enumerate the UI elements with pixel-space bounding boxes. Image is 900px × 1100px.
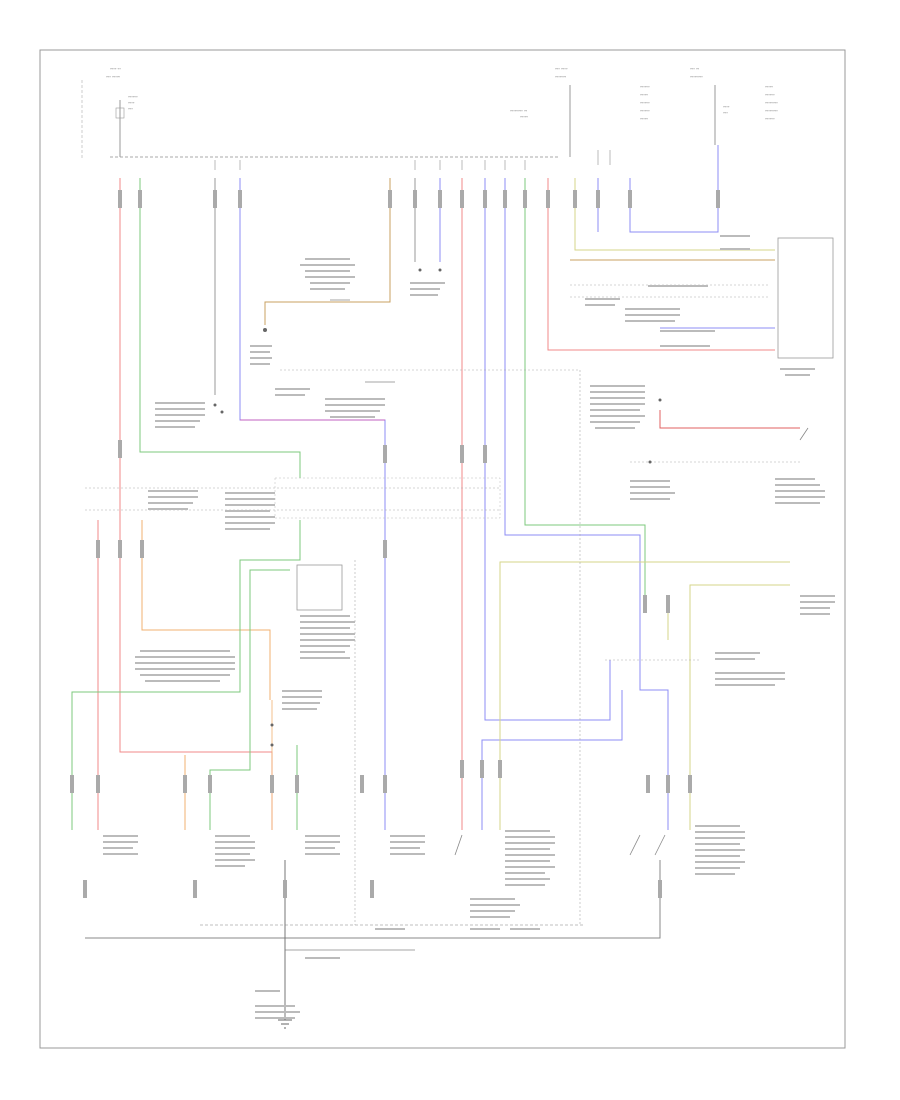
connector-icon bbox=[213, 268, 662, 747]
wire-blue-top-right bbox=[629, 145, 719, 233]
svg-text:▫▫▫▫: ▫▫▫▫ bbox=[723, 104, 730, 109]
svg-text:▫▫▫▫▫▫: ▫▫▫▫▫▫ bbox=[640, 84, 650, 89]
junction-box bbox=[274, 477, 501, 519]
svg-text:▫▫▫▫▫▫: ▫▫▫▫▫▫ bbox=[128, 94, 138, 99]
svg-text:▫▫▫▫▫▫▫▫: ▫▫▫▫▫▫▫▫ bbox=[765, 108, 778, 113]
svg-text:▫▫▫▫▫▫▫▫: ▫▫▫▫▫▫▫▫ bbox=[690, 74, 703, 79]
wire-yellow-right bbox=[689, 584, 790, 830]
svg-text:▫▫▫▫▫▫▫▫: ▫▫▫▫▫▫▫▫ bbox=[765, 100, 778, 105]
wire-yellow-top bbox=[574, 178, 775, 251]
wire-blue-mid-2 bbox=[504, 178, 669, 830]
wire-yellow-mid bbox=[499, 561, 790, 830]
wire-green-main bbox=[139, 178, 301, 478]
wire-red-right-2 bbox=[659, 410, 800, 429]
wire-grey-bottom bbox=[85, 860, 661, 939]
svg-text:▫▫▫▫▫: ▫▫▫▫▫ bbox=[520, 114, 528, 119]
svg-text:▫▫▫▫▫▫: ▫▫▫▫▫▫ bbox=[640, 108, 650, 113]
svg-text:▫▫▫▫▫: ▫▫▫▫▫ bbox=[765, 84, 773, 89]
svg-text:▫▫▫▫▫: ▫▫▫▫▫ bbox=[640, 116, 648, 121]
fuse-block-right: ▫▫▫ ▫▫ ▫▫▫▫▫▫▫▫ ▫▫▫▫▫▫ ▫▫▫▫▫ ▫▫▫▫▫▫ ▫▫▫▫… bbox=[640, 66, 778, 145]
svg-text:▫▫▫: ▫▫▫ bbox=[723, 110, 728, 115]
svg-text:▫▫▫▫▫▫: ▫▫▫▫▫▫ bbox=[640, 100, 650, 105]
svg-text:▫▫▫▫▫▫: ▫▫▫▫▫▫ bbox=[765, 92, 775, 97]
fuse-block-left: ▫▫▫▫ ▫▫ ▫▫▫ ▫▫▫▫▫ ▫▫▫▫▫▫ ▫▫▫▫ ▫▫▫ bbox=[106, 66, 138, 157]
diagram-frame bbox=[39, 49, 846, 1049]
component-labels bbox=[103, 235, 835, 1019]
wire-green-lower-2 bbox=[209, 569, 290, 830]
wire-orange bbox=[141, 520, 271, 700]
svg-text:▫▫▫: ▫▫▫ bbox=[128, 106, 133, 111]
svg-text:▫▫▫▫ ▫▫: ▫▫▫▫ ▫▫ bbox=[110, 66, 121, 71]
svg-text:▫▫▫▫▫▫▫: ▫▫▫▫▫▫▫ bbox=[555, 74, 567, 79]
svg-text:▫▫▫ ▫▫▫▫▫: ▫▫▫ ▫▫▫▫▫ bbox=[106, 74, 120, 79]
svg-text:▫▫▫▫▫▫: ▫▫▫▫▫▫ bbox=[765, 116, 775, 121]
svg-text:▫▫▫ ▫▫: ▫▫▫ ▫▫ bbox=[690, 66, 700, 71]
svg-text:▫▫▫ ▫▫▫▫: ▫▫▫ ▫▫▫▫ bbox=[555, 66, 568, 71]
switch-icon bbox=[330, 299, 809, 856]
top-connectors bbox=[214, 150, 611, 170]
wire-red-right bbox=[547, 178, 775, 351]
wire-green-lower bbox=[71, 520, 301, 830]
wire-tags bbox=[70, 190, 720, 898]
module-box-center bbox=[296, 564, 343, 611]
svg-text:▫▫▫▫▫: ▫▫▫▫▫ bbox=[640, 92, 648, 97]
wire-blue-lower bbox=[481, 690, 623, 830]
fuse-block-middle: ▫▫▫ ▫▫▫▫ ▫▫▫▫▫▫▫ ▫▫▫▫▫▫▫▫ ▫▫ ▫▫▫▫▫ bbox=[510, 66, 571, 157]
connector-lines bbox=[85, 284, 800, 925]
ground-icon bbox=[278, 1019, 292, 1029]
wire-green-right bbox=[524, 178, 646, 600]
module-box-right bbox=[777, 237, 834, 359]
svg-text:▫▫▫▫▫▫▫▫ ▫▫: ▫▫▫▫▫▫▫▫ ▫▫ bbox=[510, 108, 528, 113]
svg-text:▫▫▫▫: ▫▫▫▫ bbox=[128, 100, 135, 105]
wire-brown bbox=[264, 178, 391, 325]
